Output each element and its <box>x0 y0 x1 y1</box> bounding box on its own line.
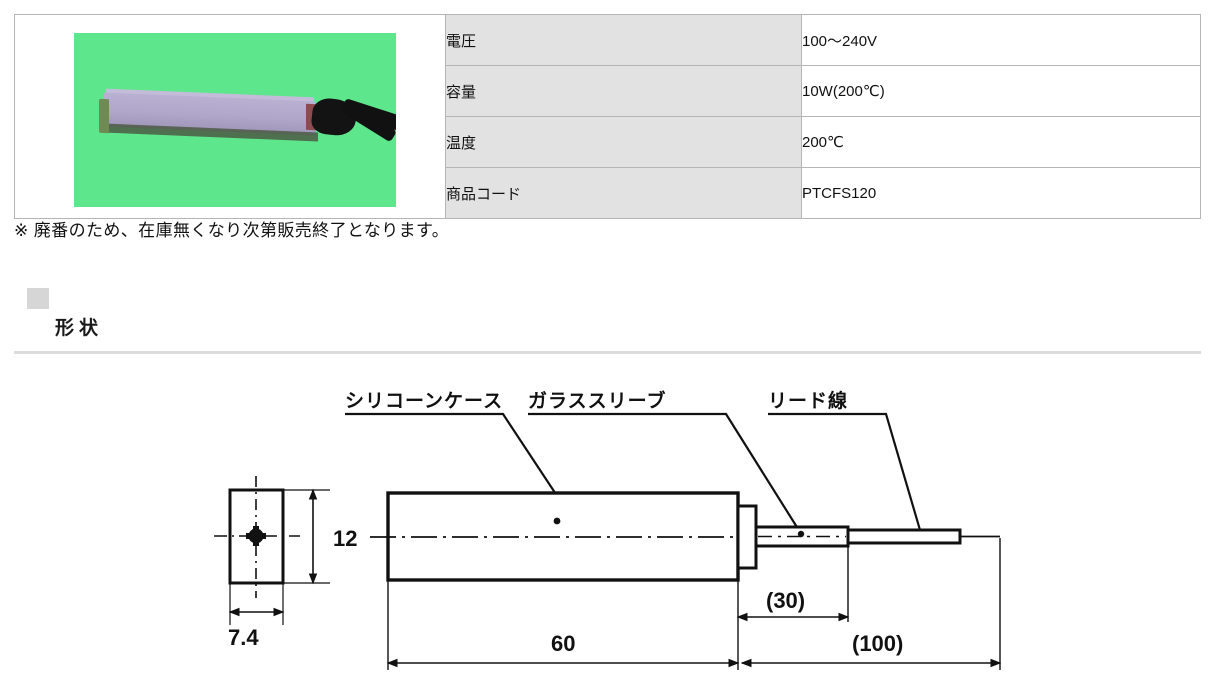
section-title-shape: 形状 <box>55 318 104 339</box>
end-view <box>214 476 300 598</box>
dimension-width: 7.4 <box>228 583 285 650</box>
spec-value-temperature: 200℃ <box>801 116 1201 168</box>
dimension-body-length-text: 60 <box>551 631 575 656</box>
shape-drawing-svg: シリコーンケース ガラススリーブ リード線 <box>214 389 1002 670</box>
dimension-lead-length-text: (100) <box>852 631 903 656</box>
label-lead-wire: リード線 <box>768 389 848 412</box>
end-flange <box>736 504 758 570</box>
photo-left-cap <box>99 98 109 133</box>
dimension-body-length: 60 <box>386 580 740 670</box>
section-marker-icon <box>27 288 49 309</box>
dimension-height-text: 12 <box>333 526 357 551</box>
table-row: 温度 200℃ <box>15 116 1201 168</box>
spec-key-voltage: 電圧 <box>445 14 802 66</box>
table-row: 商品コード PTCFS120 <box>15 167 1201 219</box>
spec-key-capacity: 容量 <box>445 65 802 117</box>
product-photo <box>74 32 396 207</box>
spec-value-product-code: PTCFS120 <box>801 167 1201 219</box>
specification-table: 電圧 100〜240V 容量 10W(200℃) 温度 200℃ 商品コード P… <box>14 14 1201 219</box>
discontinued-note: ※ 廃番のため、在庫無くなり次第販売終了となります。 <box>14 221 450 240</box>
spec-value-capacity: 10W(200℃) <box>801 65 1201 117</box>
table-row: 電圧 100〜240V <box>14 14 1201 219</box>
product-photo-cell <box>14 14 446 219</box>
spec-value-voltage: 100〜240V <box>801 14 1201 66</box>
dimension-sleeve-length: (30) <box>736 546 850 622</box>
dimension-height: 12 <box>283 488 357 585</box>
section-divider <box>14 351 1201 354</box>
dimension-width-text: 7.4 <box>228 625 259 650</box>
spec-key-temperature: 温度 <box>445 116 802 168</box>
shape-drawing: シリコーンケース ガラススリーブ リード線 <box>0 360 1216 680</box>
glass-sleeve-view <box>754 525 850 548</box>
leader-lines <box>345 412 922 533</box>
table-row: 容量 10W(200℃) <box>15 65 1201 117</box>
dimension-lead-length: (100) <box>740 538 1002 670</box>
dimension-sleeve-length-text: (30) <box>766 588 805 613</box>
label-glass-sleeve: ガラススリーブ <box>528 389 666 412</box>
label-silicone-case: シリコーンケース <box>345 390 503 412</box>
main-body-view <box>370 491 762 582</box>
lead-wire-view <box>846 528 1000 545</box>
spec-table-container: 電圧 100〜240V 容量 10W(200℃) 温度 200℃ 商品コード P… <box>14 14 1201 219</box>
spec-key-product-code: 商品コード <box>445 167 802 219</box>
